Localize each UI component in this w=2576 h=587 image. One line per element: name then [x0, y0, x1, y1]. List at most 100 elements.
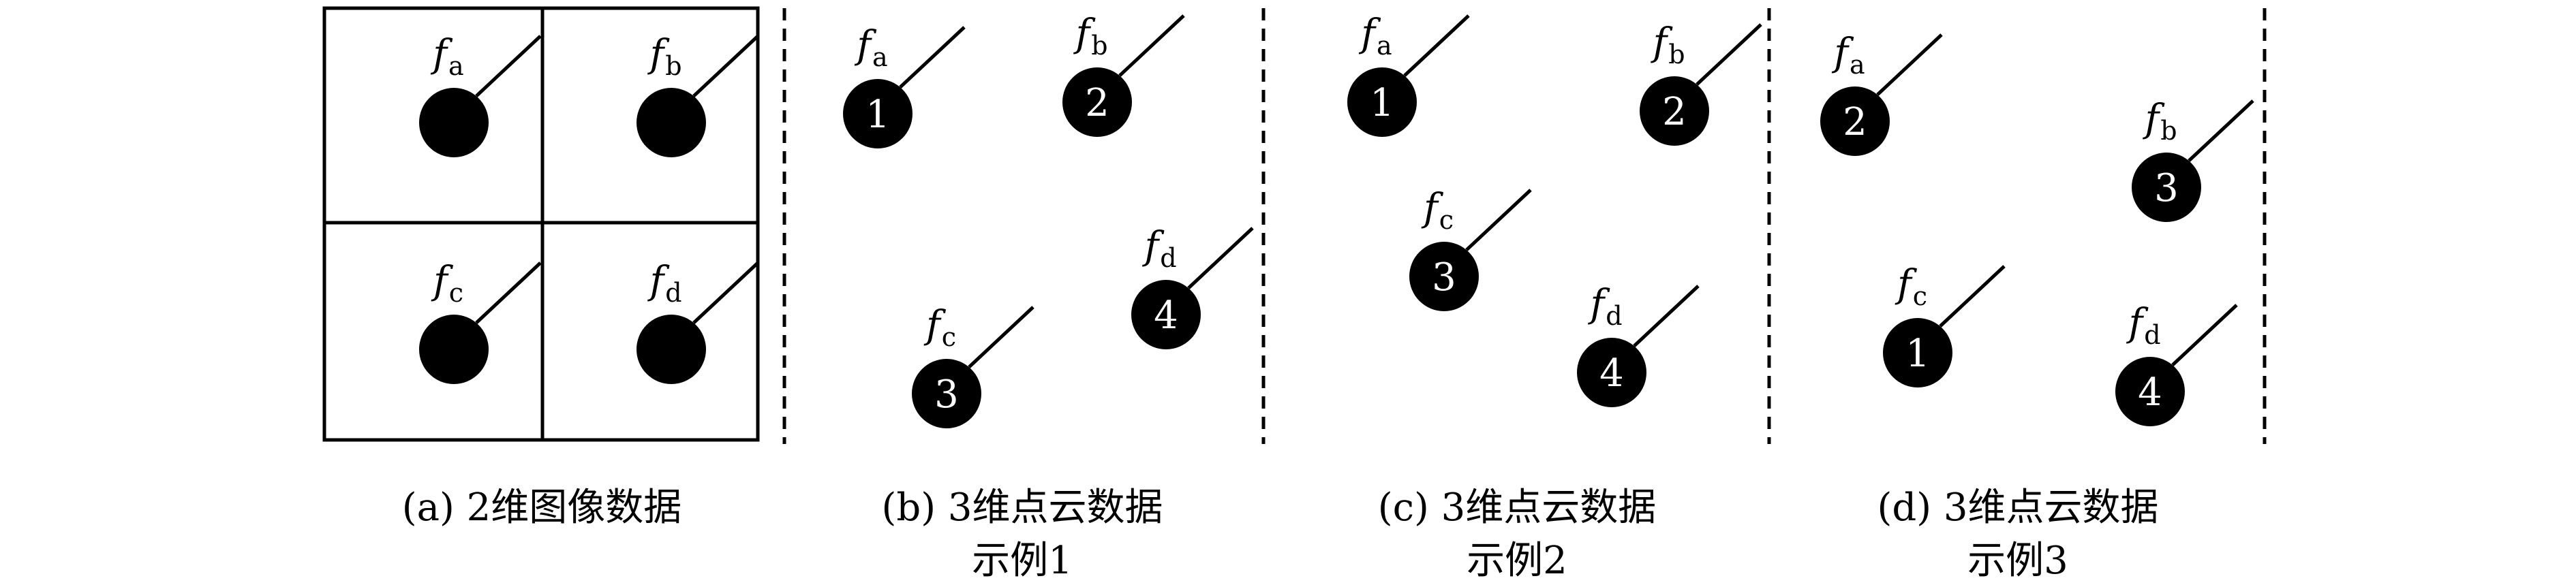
point-node: [1409, 242, 1479, 311]
feature-pointer-line: [1118, 14, 1185, 77]
node-b-a: 1 fa: [843, 23, 966, 148]
feature-label-subscript: a: [1850, 50, 1865, 80]
point-node: [637, 315, 706, 384]
feature-pointer-line: [692, 261, 759, 324]
feature-label-subscript: c: [1913, 281, 1927, 311]
feature-label: fc: [1421, 186, 1454, 235]
feature-label: fd: [647, 259, 681, 308]
feature-label-subscript: c: [942, 322, 956, 352]
node-c-d: 4 fd: [1577, 282, 1700, 407]
feature-label: fb: [1073, 12, 1107, 61]
point-node: [419, 88, 489, 157]
point-node: [2132, 153, 2201, 222]
feature-label: fc: [431, 259, 463, 308]
feature-pointer-line: [475, 35, 542, 97]
feature-pointer-line: [1187, 227, 1254, 289]
point-node: [1131, 280, 1201, 349]
node-c-a: 1 fa: [1347, 12, 1470, 137]
feature-pointer-line: [692, 35, 759, 97]
feature-label-subscript: a: [448, 51, 464, 81]
panel-separators: [782, 8, 2267, 444]
feature-pointer-line: [968, 306, 1034, 368]
feature-pointer-line: [1465, 189, 1532, 251]
nodes-layer: fa fb fc fd 1 fa 2 fb 3 fc 4 fd 1 fa 2 fb 3 fc 4 fd 2 fa 3 fb 1 f…: [419, 12, 2254, 428]
feature-pointer-line: [2171, 304, 2238, 366]
node-b-b: 2 fb: [1062, 12, 1185, 137]
feature-label-subscript: a: [1377, 31, 1392, 61]
node-c-b: 2fb: [1640, 20, 1762, 146]
point-node: [1577, 338, 1646, 407]
node-number-label: 1: [1905, 332, 1930, 376]
feature-label-subscript: d: [2144, 320, 2160, 350]
caption-d-line2: 示例3: [1967, 539, 2068, 583]
node-number-label: 4: [2138, 370, 2162, 415]
feature-label-subscript: c: [449, 278, 463, 308]
node-number-label: 2: [1085, 81, 1109, 125]
node-number-label: 1: [1370, 81, 1394, 125]
node-number-label: 2: [1843, 100, 1867, 144]
captions: (a) 2维图像数据 (b) 3维点云数据 示例1 (c) 3维点云数据 示例2…: [402, 486, 2159, 583]
feature-label: fd: [1141, 224, 1176, 273]
point-node: [1062, 67, 1132, 137]
feature-label-subscript: b: [1668, 39, 1685, 69]
node-number-label: 3: [2154, 166, 2179, 210]
node-b-c: 3 fc: [912, 303, 1034, 428]
point-node: [843, 79, 913, 148]
feature-label: fa: [1358, 12, 1392, 61]
feature-label-subscript: d: [1606, 301, 1622, 331]
node-d-a: 2 fa: [1820, 31, 1943, 156]
feature-label-subscript: b: [2160, 116, 2177, 146]
feature-label: fd: [1587, 282, 1622, 331]
point-node: [1347, 67, 1417, 137]
feature-label: fb: [647, 32, 681, 81]
node-d-c: 1 fc: [1883, 262, 2006, 387]
image-grid: [322, 6, 760, 442]
point-node: [1883, 318, 1952, 387]
caption-b-line1: (b) 3维点云数据: [882, 486, 1163, 530]
caption-a-line1: (a) 2维图像数据: [402, 486, 682, 530]
node-c-c: 3 fc: [1409, 186, 1532, 311]
caption-d-line1: (d) 3维点云数据: [1877, 486, 2159, 530]
feature-pointer-line: [1633, 285, 1700, 347]
node-a-a: fa: [419, 32, 542, 157]
feature-label: fb: [1650, 20, 1685, 69]
feature-label: fa: [1831, 31, 1865, 80]
node-number-label: 3: [1432, 255, 1456, 300]
feature-label-subscript: d: [665, 278, 681, 308]
point-node: [2115, 357, 2185, 426]
caption-c-line2: 示例2: [1467, 539, 1567, 583]
feature-label: fb: [2142, 97, 2177, 146]
feature-pointer-line: [475, 261, 542, 324]
node-number-label: 4: [1599, 351, 1624, 396]
node-a-d: fd: [637, 259, 759, 384]
feature-label-subscript: a: [872, 42, 888, 72]
point-node: [1640, 76, 1709, 146]
node-a-b: fb: [637, 32, 759, 157]
feature-pointer-line: [1696, 23, 1762, 86]
feature-label: fa: [854, 23, 887, 72]
feature-label: fa: [430, 32, 463, 81]
feature-label-subscript: d: [1160, 243, 1176, 273]
node-number-label: 1: [865, 93, 890, 137]
caption-c-line1: (c) 3维点云数据: [1378, 486, 1657, 530]
feature-label-subscript: b: [665, 51, 681, 81]
node-b-d: 4 fd: [1131, 224, 1254, 349]
feature-pointer-line: [2188, 99, 2254, 162]
point-node: [912, 359, 981, 428]
node-number-label: 4: [1154, 294, 1178, 338]
node-number-label: 3: [934, 372, 959, 417]
node-d-b: 3 fb: [2132, 97, 2254, 222]
caption-b-line2: 示例1: [972, 539, 1073, 583]
feature-pointer-line: [899, 26, 966, 89]
point-node: [419, 315, 489, 384]
point-node: [1820, 86, 1890, 156]
point-node: [637, 88, 706, 157]
feature-label: fc: [1895, 262, 1927, 311]
feature-label: fd: [2126, 301, 2160, 350]
feature-label-subscript: c: [1439, 205, 1454, 235]
feature-pointer-line: [1403, 14, 1470, 77]
feature-pointer-line: [1876, 33, 1943, 96]
node-d-d: 4 fd: [2115, 301, 2238, 426]
feature-label: fc: [923, 303, 956, 352]
